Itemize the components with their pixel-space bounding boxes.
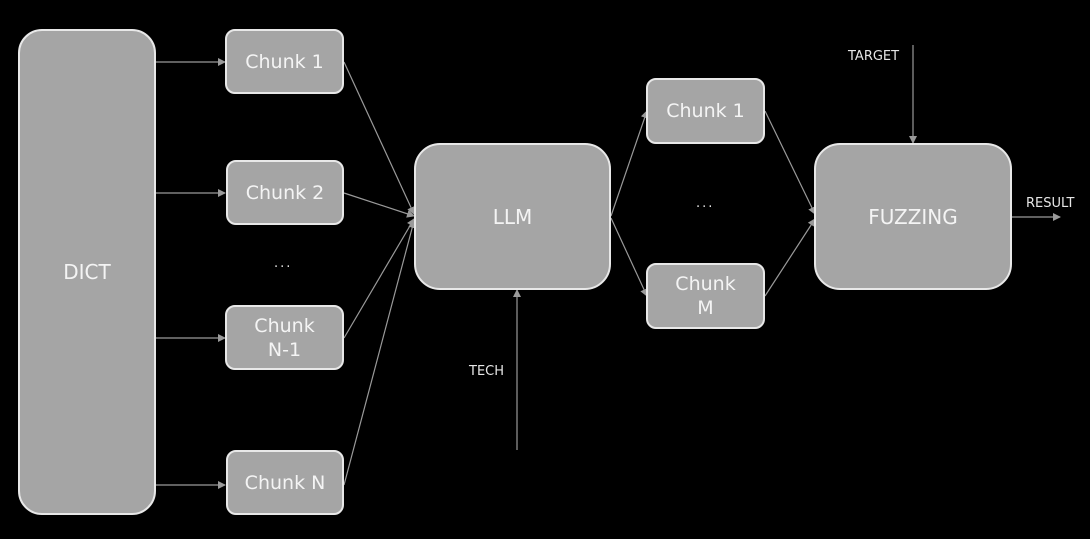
llm-label: LLM (492, 204, 533, 229)
edge-chunk2-llm (343, 192, 415, 218)
input-chunk-n-label: Chunk N (244, 471, 326, 494)
output-ellipsis: ... (696, 196, 715, 211)
output-chunk-m: Chunk M (646, 263, 765, 329)
input-chunk-1-label: Chunk 1 (245, 50, 324, 73)
input-chunk-n-minus-1-label: Chunk N-1 (254, 314, 315, 361)
edge-chunk1-llm (343, 61, 415, 215)
dict-label: DICT (63, 260, 111, 284)
input-chunk-n: Chunk N (226, 450, 344, 515)
edge-chunkm-fuzzing (764, 218, 816, 297)
dict-node: DICT (18, 29, 156, 515)
edge-chunk1-fuzzing (764, 110, 816, 215)
result-label: RESULT (1026, 196, 1075, 211)
input-chunk-2-label: Chunk 2 (245, 181, 325, 204)
input-ellipsis: ... (274, 256, 293, 271)
output-chunk-1: Chunk 1 (646, 78, 765, 144)
edge-llm-chunk1 (610, 110, 649, 217)
output-chunk-1-label: Chunk 1 (666, 100, 745, 122)
fuzzing-label: FUZZING (868, 204, 958, 229)
input-chunk-2: Chunk 2 (226, 160, 344, 225)
edge-chunkn1-llm (343, 218, 415, 339)
tech-label: TECH (469, 364, 505, 379)
edge-chunkn-llm (343, 220, 417, 486)
output-chunk-m-label: Chunk M (675, 273, 736, 319)
llm-node: LLM (414, 143, 611, 290)
input-chunk-1: Chunk 1 (225, 29, 344, 94)
input-chunk-n-minus-1: Chunk N-1 (225, 305, 344, 370)
edge-llm-chunkm (610, 217, 648, 297)
target-label: TARGET (848, 49, 900, 64)
fuzzing-node: FUZZING (814, 143, 1012, 290)
